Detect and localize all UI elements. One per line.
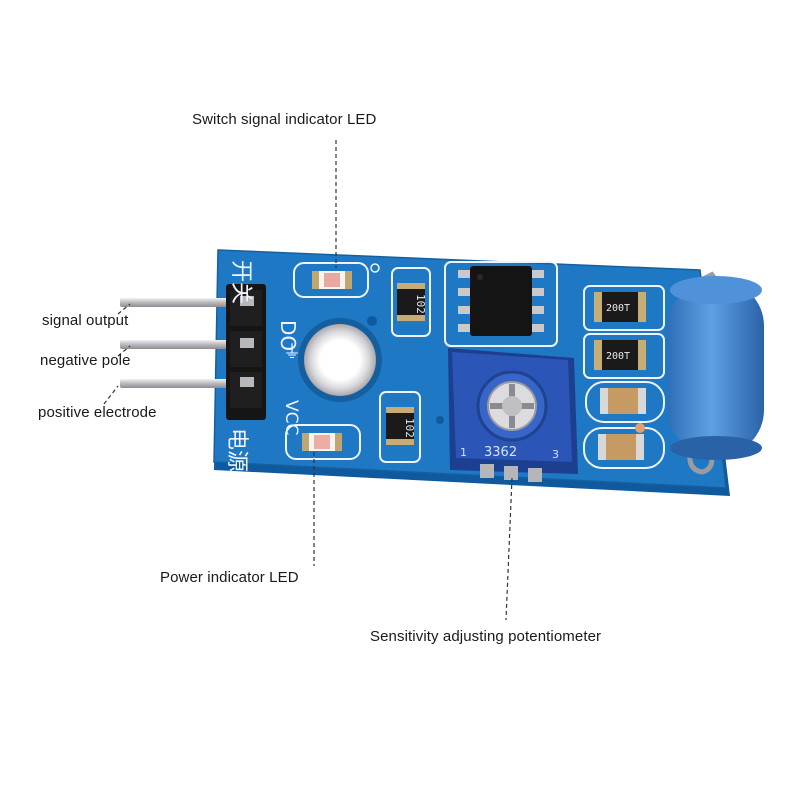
svg-text:102: 102: [414, 294, 427, 314]
leader-signal-output: [117, 303, 131, 315]
pin-negative-pole: [120, 340, 242, 349]
resistor-bottom: 102: [379, 391, 421, 463]
comparator-ic: [444, 261, 558, 347]
tilt-sensor: [635, 271, 764, 475]
callout-negative-pole: negative pole: [40, 352, 131, 369]
svg-text:200T: 200T: [606, 303, 630, 314]
pin-signal-output: [120, 298, 242, 307]
pin-positive-electrode: [120, 379, 242, 388]
pot-model-label: 3362: [484, 445, 517, 460]
resistor-right-2: 200T: [583, 333, 665, 379]
svg-text:1: 1: [460, 446, 467, 459]
sensitivity-potentiometer: 3362 1 3: [448, 348, 578, 482]
pin-label-vcc: VCC: [281, 400, 301, 435]
callout-signal-output: signal output: [42, 312, 129, 329]
capacitor-right-1: [585, 381, 665, 423]
pin-silkscreen: DO ⏚ VCC 开关 电源: [224, 260, 301, 472]
leader-potentiometer: [505, 477, 513, 621]
silk-power-chinese: 电源: [224, 428, 249, 472]
resistor-top: 102: [391, 267, 431, 337]
svg-text:200T: 200T: [606, 351, 630, 362]
mounting-hole: [298, 318, 382, 402]
leader-lines: [103, 140, 513, 621]
power-led: [285, 424, 361, 460]
leader-negative-pole: [117, 345, 131, 357]
callout-positive-electrode: positive electrode: [38, 404, 157, 421]
pin-label-gnd: ⏚: [283, 342, 301, 363]
silkscreen-marks: [367, 263, 444, 424]
callout-switch-led: Switch signal indicator LED: [192, 111, 377, 128]
callout-power-led: Power indicator LED: [160, 569, 299, 586]
resistor-right-1: 200T: [583, 285, 665, 331]
svg-text:3: 3: [552, 448, 559, 461]
switch-led: [293, 262, 369, 298]
svg-text:102: 102: [403, 418, 416, 438]
leader-positive-electrode: [103, 385, 119, 405]
callout-potentiometer: Sensitivity adjusting potentiometer: [370, 628, 602, 645]
capacitor-right-2: [583, 427, 665, 469]
header-pins: [120, 284, 266, 420]
silk-switch-chinese: 开关: [228, 260, 253, 304]
pin-label-do: DO: [276, 320, 300, 351]
